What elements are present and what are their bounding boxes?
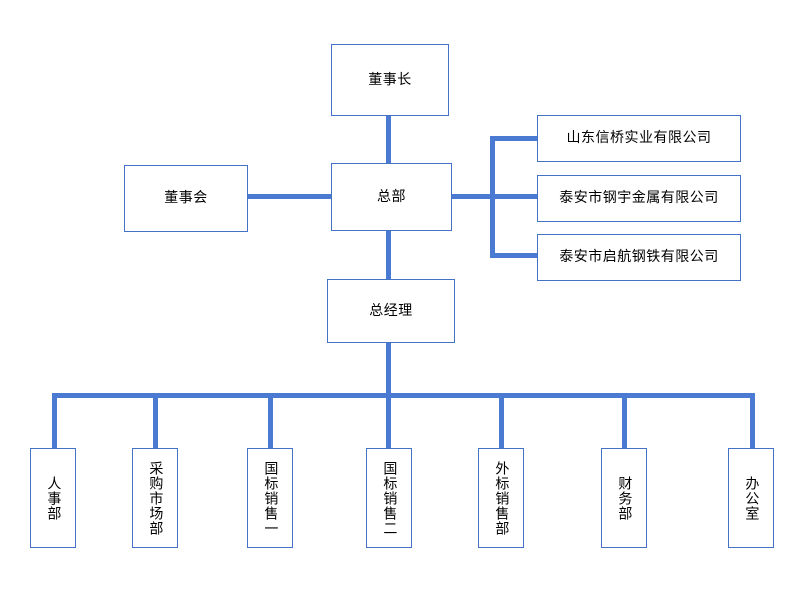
node-department-3-label: 国标销售一: [262, 460, 279, 536]
node-subsidiary-2[interactable]: 泰安市钢宇金属有限公司: [537, 175, 741, 222]
connector-department-bus: [52, 393, 755, 398]
node-department-5[interactable]: 外标销售部: [478, 448, 524, 548]
node-general-manager[interactable]: 总经理: [327, 279, 455, 343]
connector-subsidiary-branch-2: [490, 194, 538, 199]
node-department-3[interactable]: 国标销售一: [247, 448, 293, 548]
connector-drop-department-4: [386, 393, 391, 449]
node-department-2[interactable]: 采购市场部: [132, 448, 178, 548]
node-chairman[interactable]: 董事长: [331, 44, 449, 116]
node-chairman-label: 董事长: [368, 71, 412, 88]
connector-drop-department-5: [499, 393, 504, 449]
node-department-6-label: 财务部: [616, 475, 633, 521]
connector-drop-department-3: [268, 393, 273, 449]
node-board-of-directors-label: 董事会: [164, 190, 208, 207]
node-department-2-label: 采购市场部: [147, 460, 164, 536]
node-board-of-directors[interactable]: 董事会: [124, 165, 248, 232]
node-department-5-label: 外标销售部: [493, 460, 510, 536]
connector-general-manager-to-bus: [386, 342, 391, 397]
connector-drop-department-1: [52, 393, 57, 449]
node-subsidiary-3[interactable]: 泰安市启航钢铁有限公司: [537, 234, 741, 281]
node-department-7-label: 办公室: [743, 475, 760, 521]
node-department-4-label: 国标销售二: [381, 460, 398, 536]
connector-hq-to-general-manager: [386, 230, 391, 280]
node-headquarters-label: 总部: [377, 188, 406, 205]
node-headquarters[interactable]: 总部: [331, 163, 452, 231]
node-subsidiary-1-label: 山东信桥实业有限公司: [566, 130, 712, 147]
connector-subsidiary-branch-1: [490, 136, 538, 141]
node-department-6[interactable]: 财务部: [601, 448, 647, 548]
node-department-4[interactable]: 国标销售二: [366, 448, 412, 548]
node-general-manager-label: 总经理: [369, 302, 413, 319]
node-department-1-label: 人事部: [45, 475, 62, 521]
connector-board-to-hq: [247, 194, 332, 199]
connector-drop-department-6: [622, 393, 627, 449]
connector-drop-department-2: [153, 393, 158, 449]
connector-hq-to-subsidiary-trunk: [451, 194, 495, 199]
node-department-1[interactable]: 人事部: [30, 448, 76, 548]
node-subsidiary-3-label: 泰安市启航钢铁有限公司: [559, 249, 719, 266]
connector-drop-department-7: [750, 393, 755, 449]
connector-subsidiary-branch-3: [490, 253, 538, 258]
node-subsidiary-1[interactable]: 山东信桥实业有限公司: [537, 115, 741, 162]
node-subsidiary-2-label: 泰安市钢宇金属有限公司: [559, 190, 719, 207]
node-department-7[interactable]: 办公室: [728, 448, 774, 548]
connector-chairman-to-hq: [386, 116, 391, 164]
